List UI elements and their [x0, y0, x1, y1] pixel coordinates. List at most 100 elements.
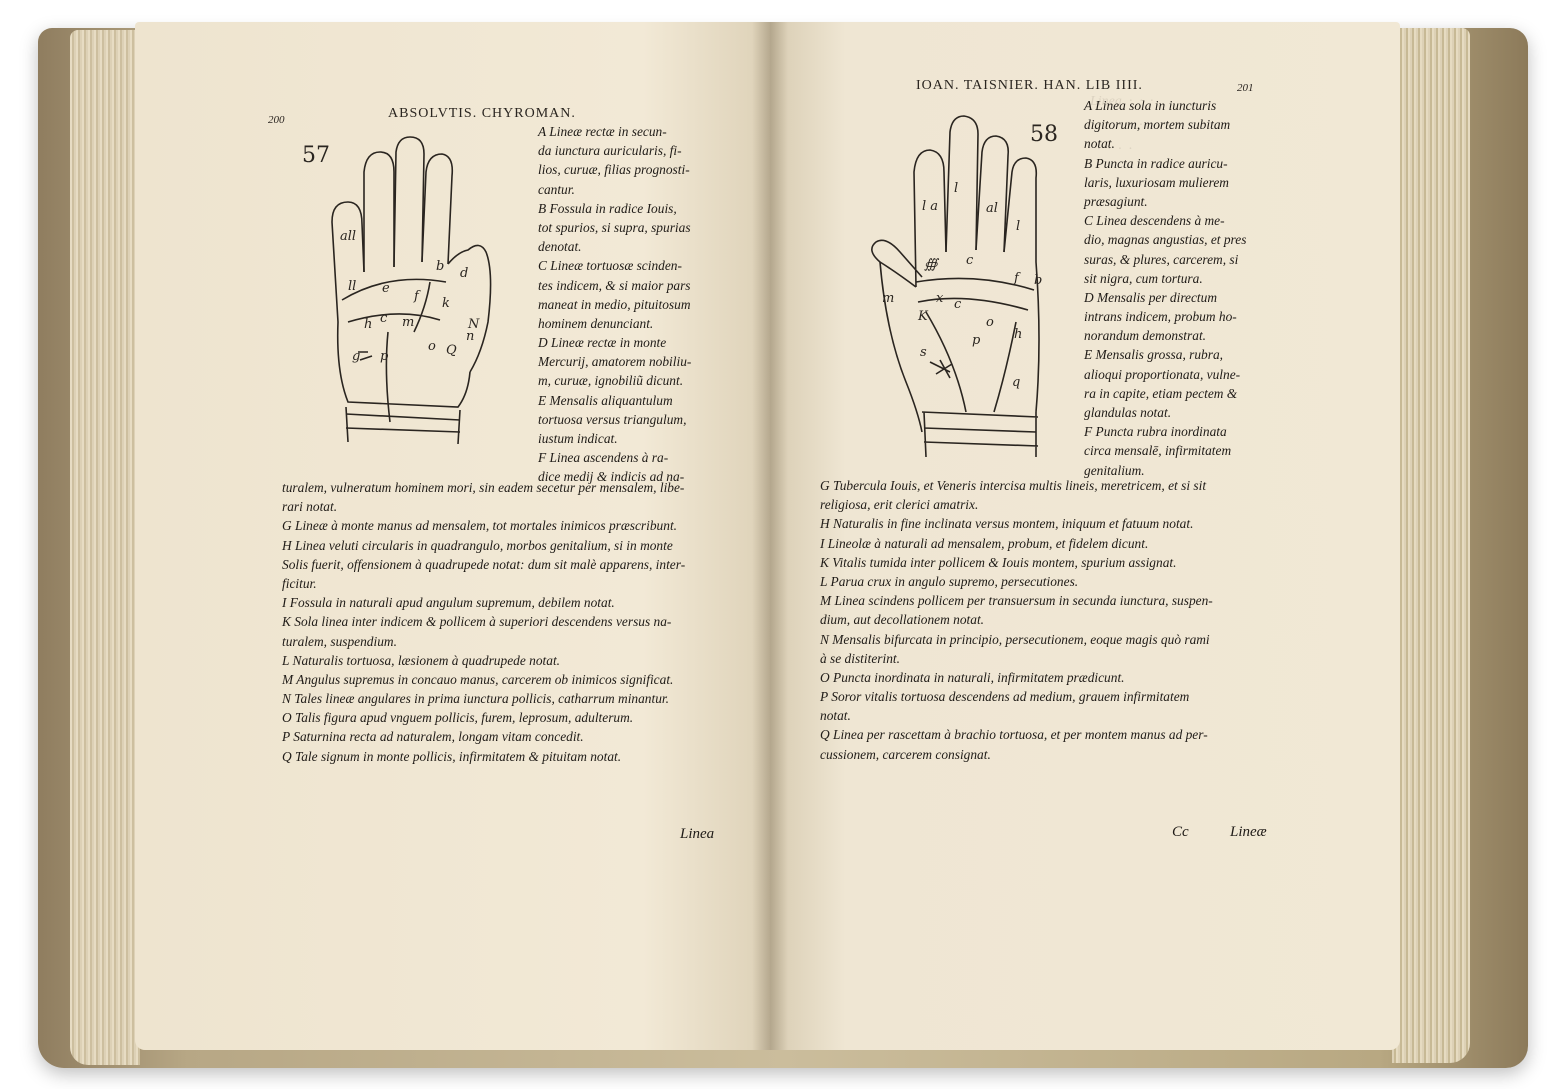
running-header-right: IOAN. TAISNIER. HAN. LIB IIII. [916, 78, 1143, 93]
side-line: alioqui proportionata, vulne- [1084, 366, 1241, 382]
palm-diagram-left: all b e ll f d N k h c m g p o Q n [331, 136, 492, 445]
signature-mark: Cc [1172, 824, 1189, 840]
body-line: L Parua crux in angulo supremo, persecut… [820, 573, 1079, 589]
catchword-left: Linea [680, 826, 715, 842]
svg-text:N: N [467, 317, 480, 332]
svg-text:e: e [382, 281, 390, 296]
body-line: H Linea veluti circularis in quadrangulo… [282, 537, 673, 553]
svg-text:g: g [352, 349, 360, 364]
svg-text:b: b [1034, 273, 1042, 288]
body-line: I Lineolæ à naturali ad mensalem, probum… [820, 535, 1149, 551]
svg-text:x: x [936, 291, 944, 306]
svg-text:c: c [954, 297, 962, 312]
palm-diagram-right: l a l al l c ∰ f b m K x c o h s p q [871, 115, 1042, 458]
side-line: maneat in medio, pituitosum [538, 296, 691, 312]
side-line: circa mensalē, infirmitatem [1084, 443, 1232, 459]
svg-text:ll: ll [348, 279, 356, 294]
side-line: Mercurij, amatorem nobiliu- [538, 354, 692, 370]
body-line: G Tubercula Iouis, et Veneris intercisa … [820, 478, 1207, 493]
body-line: P Soror vitalis tortuosa descendens ad m… [820, 689, 1190, 705]
svg-text:b: b [436, 259, 444, 274]
svg-text:o: o [428, 339, 436, 354]
side-text-right: A Linea sola in iuncturis digitorum, mor… [1084, 96, 1246, 480]
body-line: ficitur. [282, 575, 317, 591]
side-line: dice medij & indicis ad na- [538, 469, 685, 485]
svg-text:c: c [966, 253, 974, 268]
svg-text:K: K [917, 309, 929, 324]
body-line: turalem, suspendium. [282, 633, 397, 649]
book-gutter [752, 22, 788, 1050]
svg-text:q: q [1012, 375, 1020, 390]
side-line: E Mensalis aliquantulum [538, 392, 673, 408]
svg-text:l: l [954, 181, 958, 196]
svg-text:l a: l a [922, 199, 938, 214]
body-line: L Naturalis tortuosa, læsionem à quadrup… [282, 652, 561, 668]
side-line: præsagiunt. [1084, 193, 1148, 209]
side-line: genitalium. [1084, 462, 1145, 478]
svg-text:k: k [442, 296, 450, 311]
svg-text:h: h [1014, 327, 1022, 342]
side-line: tot spurios, si supra, spurias [538, 219, 691, 235]
show-through-text: Linea · · · · · · · · · · · · [1090, 94, 1154, 157]
svg-text:al: al [986, 201, 998, 216]
side-line: tortuosa versus triangulum, [538, 411, 687, 427]
side-line: F Linea ascendens à ra- [538, 450, 669, 466]
page-number-left: 200 [268, 114, 285, 126]
svg-text:f: f [413, 289, 421, 304]
catchword-right: Lineæ [1230, 824, 1267, 840]
body-line: religiosa, erit clerici amatrix. [820, 497, 979, 513]
body-line: M Angulus supremus in concauo manus, car… [282, 671, 674, 687]
side-line: m, curuæ, ignobiliũ dicunt. [538, 373, 684, 389]
side-line: da iunctura auricularis, fi- [538, 143, 682, 159]
side-line: A Lineæ rectæ in secun- [538, 124, 667, 139]
body-line: G Lineæ à monte manus ad mensalem, tot m… [282, 518, 678, 534]
side-line: C Linea descendens à me- [1084, 213, 1225, 229]
side-line: C Lineæ tortuosæ scinden- [538, 258, 682, 274]
page-edges-right [1392, 28, 1470, 1063]
body-text-right: G Tubercula Iouis, et Veneris intercisa … [820, 476, 1213, 764]
body-line: Q Linea per rascettam à brachio tortuosa… [820, 727, 1208, 743]
body-line: N Mensalis bifurcata in principio, perse… [820, 631, 1210, 647]
side-line: B Fossula in radice Iouis, [538, 200, 677, 216]
side-line: lios, curuæ, filias prognosti- [538, 162, 690, 178]
right-page [770, 22, 1400, 1050]
side-line: D Lineæ rectæ in monte [538, 335, 667, 351]
side-line: ra in capite, etiam pectem & [1084, 385, 1238, 401]
side-line: glandulas notat. [1084, 405, 1172, 420]
side-line: suras, & plures, carcerem, si [1084, 251, 1239, 267]
side-line: digitorum, mortem subitam [1084, 117, 1231, 133]
page-edges-left [70, 30, 140, 1065]
svg-text:∰: ∰ [924, 257, 940, 272]
body-line: cussionem, carcerem consignat. [820, 746, 991, 762]
svg-text:p: p [972, 333, 981, 348]
figure-number-right: 58 [1030, 122, 1058, 147]
body-line: turalem, vulneratum hominem mori, sin ea… [282, 480, 685, 495]
svg-text:d: d [460, 266, 468, 281]
body-line: O Puncta inordinata in naturali, infirmi… [820, 669, 1125, 685]
svg-text:p: p [380, 349, 389, 364]
svg-text:n: n [466, 329, 474, 344]
side-line: denotat. [538, 239, 582, 255]
side-line: tes indicem, & si maior pars [538, 277, 691, 293]
left-page [135, 22, 770, 1050]
svg-text:h: h [364, 317, 372, 332]
side-line: iustum indicat. [538, 431, 618, 446]
side-line: A Linea sola in iuncturis [1084, 98, 1217, 113]
side-line: dio, magnas angustias, et pres [1084, 232, 1247, 248]
body-line: K Sola linea inter indicem & pollicem à … [282, 614, 672, 630]
svg-text:o: o [986, 315, 994, 330]
side-line: B Puncta in radice auricu- [1084, 155, 1228, 171]
side-line: E Mensalis grossa, rubra, [1084, 347, 1223, 363]
svg-text:s: s [920, 345, 927, 360]
body-line: K Vitalis tumida inter pollicem & Iouis … [820, 554, 1177, 570]
body-line: H Naturalis in fine inclinata versus mon… [820, 516, 1194, 532]
body-line: M Linea scindens pollicem per transuersu… [820, 593, 1213, 609]
body-text-left: turalem, vulneratum hominem mori, sin ea… [282, 478, 685, 766]
svg-text:c: c [380, 311, 388, 326]
side-line: intrans indicem, probum ho- [1084, 309, 1237, 325]
side-line: notat. [1084, 136, 1115, 152]
body-line: à se distiterint. [820, 650, 900, 666]
side-line: laris, luxuriosam mulierem [1084, 174, 1229, 190]
svg-text:f: f [1013, 271, 1021, 286]
